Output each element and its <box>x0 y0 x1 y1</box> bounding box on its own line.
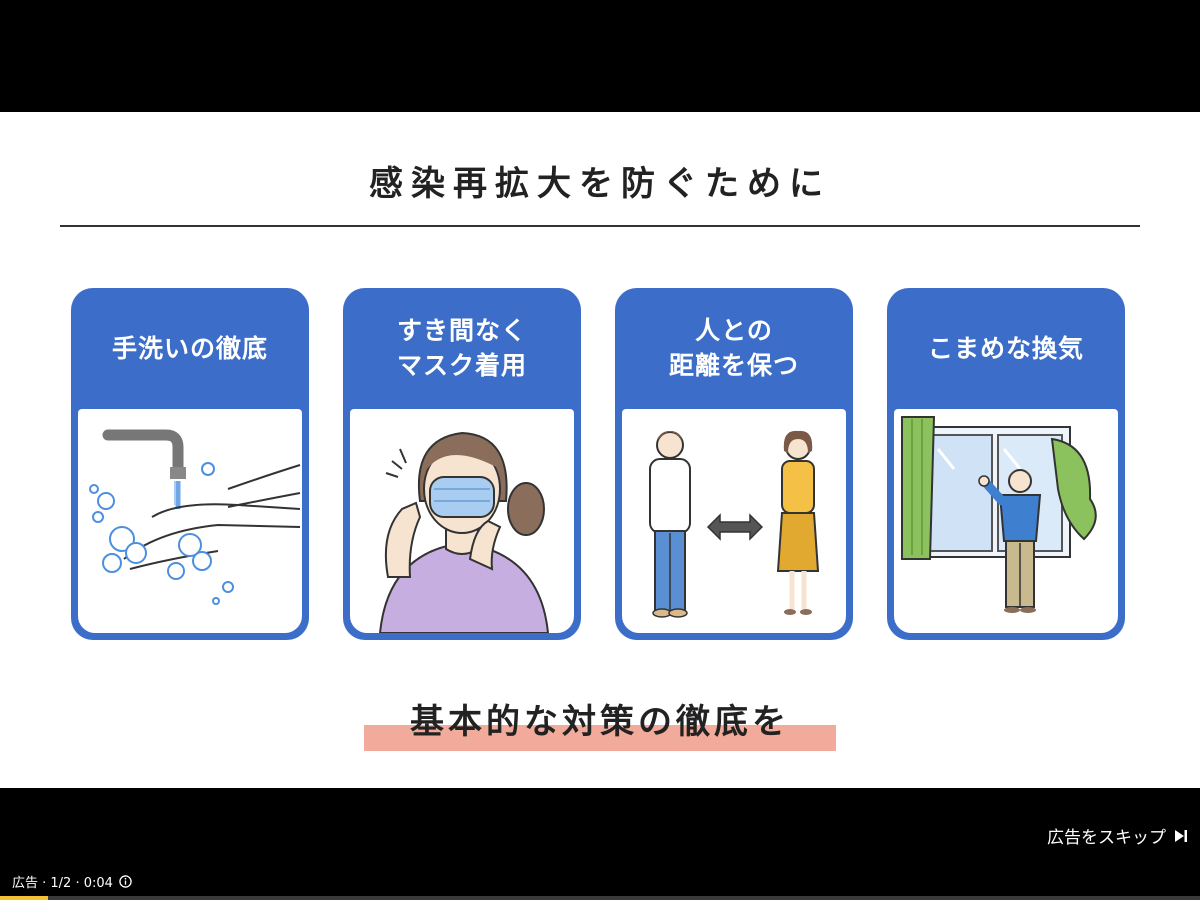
skip-ad-label: 広告をスキップ <box>1047 828 1166 848</box>
card-ventilation-line-1: こまめな換気 <box>927 333 1084 363</box>
slide-title: 感染再拡大を防ぐために <box>369 164 831 204</box>
card-ventilation: こまめな換気 <box>887 288 1125 640</box>
card-mask-title: すき間なく マスク着用 <box>343 288 581 408</box>
ventilation-illustration <box>901 416 1097 613</box>
title-divider <box>60 225 1140 227</box>
card-handwash-line-1: 手洗いの徹底 <box>111 333 268 363</box>
ad-info: 広告 · 1/2 · 0:04 <box>12 872 132 891</box>
ad-progress-fill <box>0 896 48 900</box>
card-distance-illustration <box>622 409 846 633</box>
card-handwash: 手洗いの徹底 <box>71 288 309 640</box>
card-distance: 人との 距離を保つ <box>615 288 853 640</box>
handwash-illustration <box>89 429 301 605</box>
card-distance-line-2: 距離を保つ <box>668 351 799 380</box>
skip-next-icon <box>1175 829 1187 842</box>
card-distance-title: 人との 距離を保つ <box>615 288 853 408</box>
skip-ad-button[interactable]: 広告をスキップ <box>1047 823 1188 848</box>
card-ventilation-illustration <box>894 409 1118 633</box>
card-ventilation-title: こまめな換気 <box>887 288 1125 408</box>
ad-info-text: 広告 · 1/2 · 0:04 <box>12 876 113 891</box>
distance-illustration <box>649 430 820 618</box>
card-distance-line-1: 人との <box>695 316 773 345</box>
info-circle-icon[interactable] <box>119 875 132 888</box>
card-mask: すき間なく マスク着用 <box>343 288 581 640</box>
card-mask-illustration <box>350 409 574 633</box>
card-handwash-illustration <box>78 409 302 633</box>
ad-slide: 感染再拡大を防ぐために 手洗いの徹底 <box>0 112 1200 788</box>
card-mask-line-1: すき間なく <box>396 316 527 345</box>
card-handwash-title: 手洗いの徹底 <box>71 288 309 408</box>
slide-tagline: 基本的な対策の徹底を <box>410 702 790 742</box>
card-mask-line-2: マスク着用 <box>396 351 527 380</box>
mask-illustration <box>378 431 550 633</box>
tagline-highlight <box>364 725 836 751</box>
ad-progress-bar[interactable] <box>0 896 1200 900</box>
